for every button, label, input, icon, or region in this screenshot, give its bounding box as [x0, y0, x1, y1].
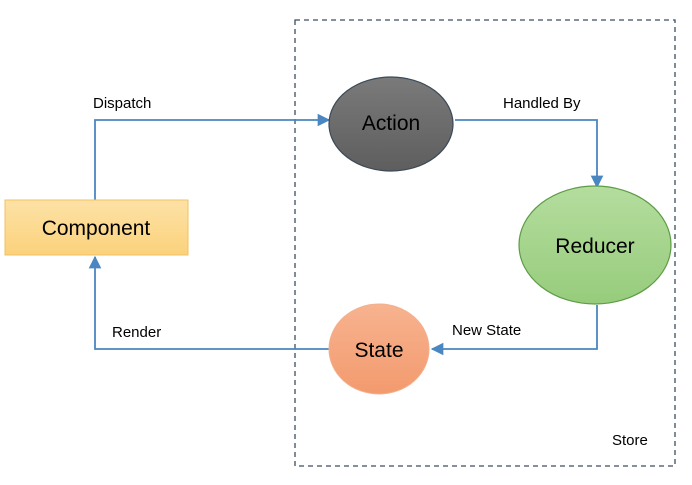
handled-by-label: Handled By [503, 95, 581, 112]
action-ellipse [328, 76, 454, 172]
reducer-label: Reducer [555, 235, 634, 258]
new-state-label: New State [452, 322, 521, 339]
component-node: Component [4, 199, 189, 256]
render-label: Render [112, 324, 161, 341]
action-label: Action [362, 112, 420, 135]
store-label: Store [612, 432, 648, 449]
state-label: State [354, 339, 403, 362]
store-boundary [294, 19, 676, 467]
connectors [88, 113, 604, 356]
component-label: Component [42, 217, 151, 240]
reducer-node: Reducer [518, 185, 672, 305]
handled-by-connector [455, 119, 604, 189]
state-node: State [328, 303, 430, 395]
dispatch-label: Dispatch [93, 95, 151, 112]
reducer-ellipse [518, 185, 672, 305]
render-connector [88, 255, 329, 350]
action-node: Action [328, 76, 454, 172]
component-box [4, 199, 189, 256]
state-ellipse [328, 303, 430, 395]
dispatch-connector [94, 113, 331, 200]
new-state-connector [430, 305, 598, 356]
